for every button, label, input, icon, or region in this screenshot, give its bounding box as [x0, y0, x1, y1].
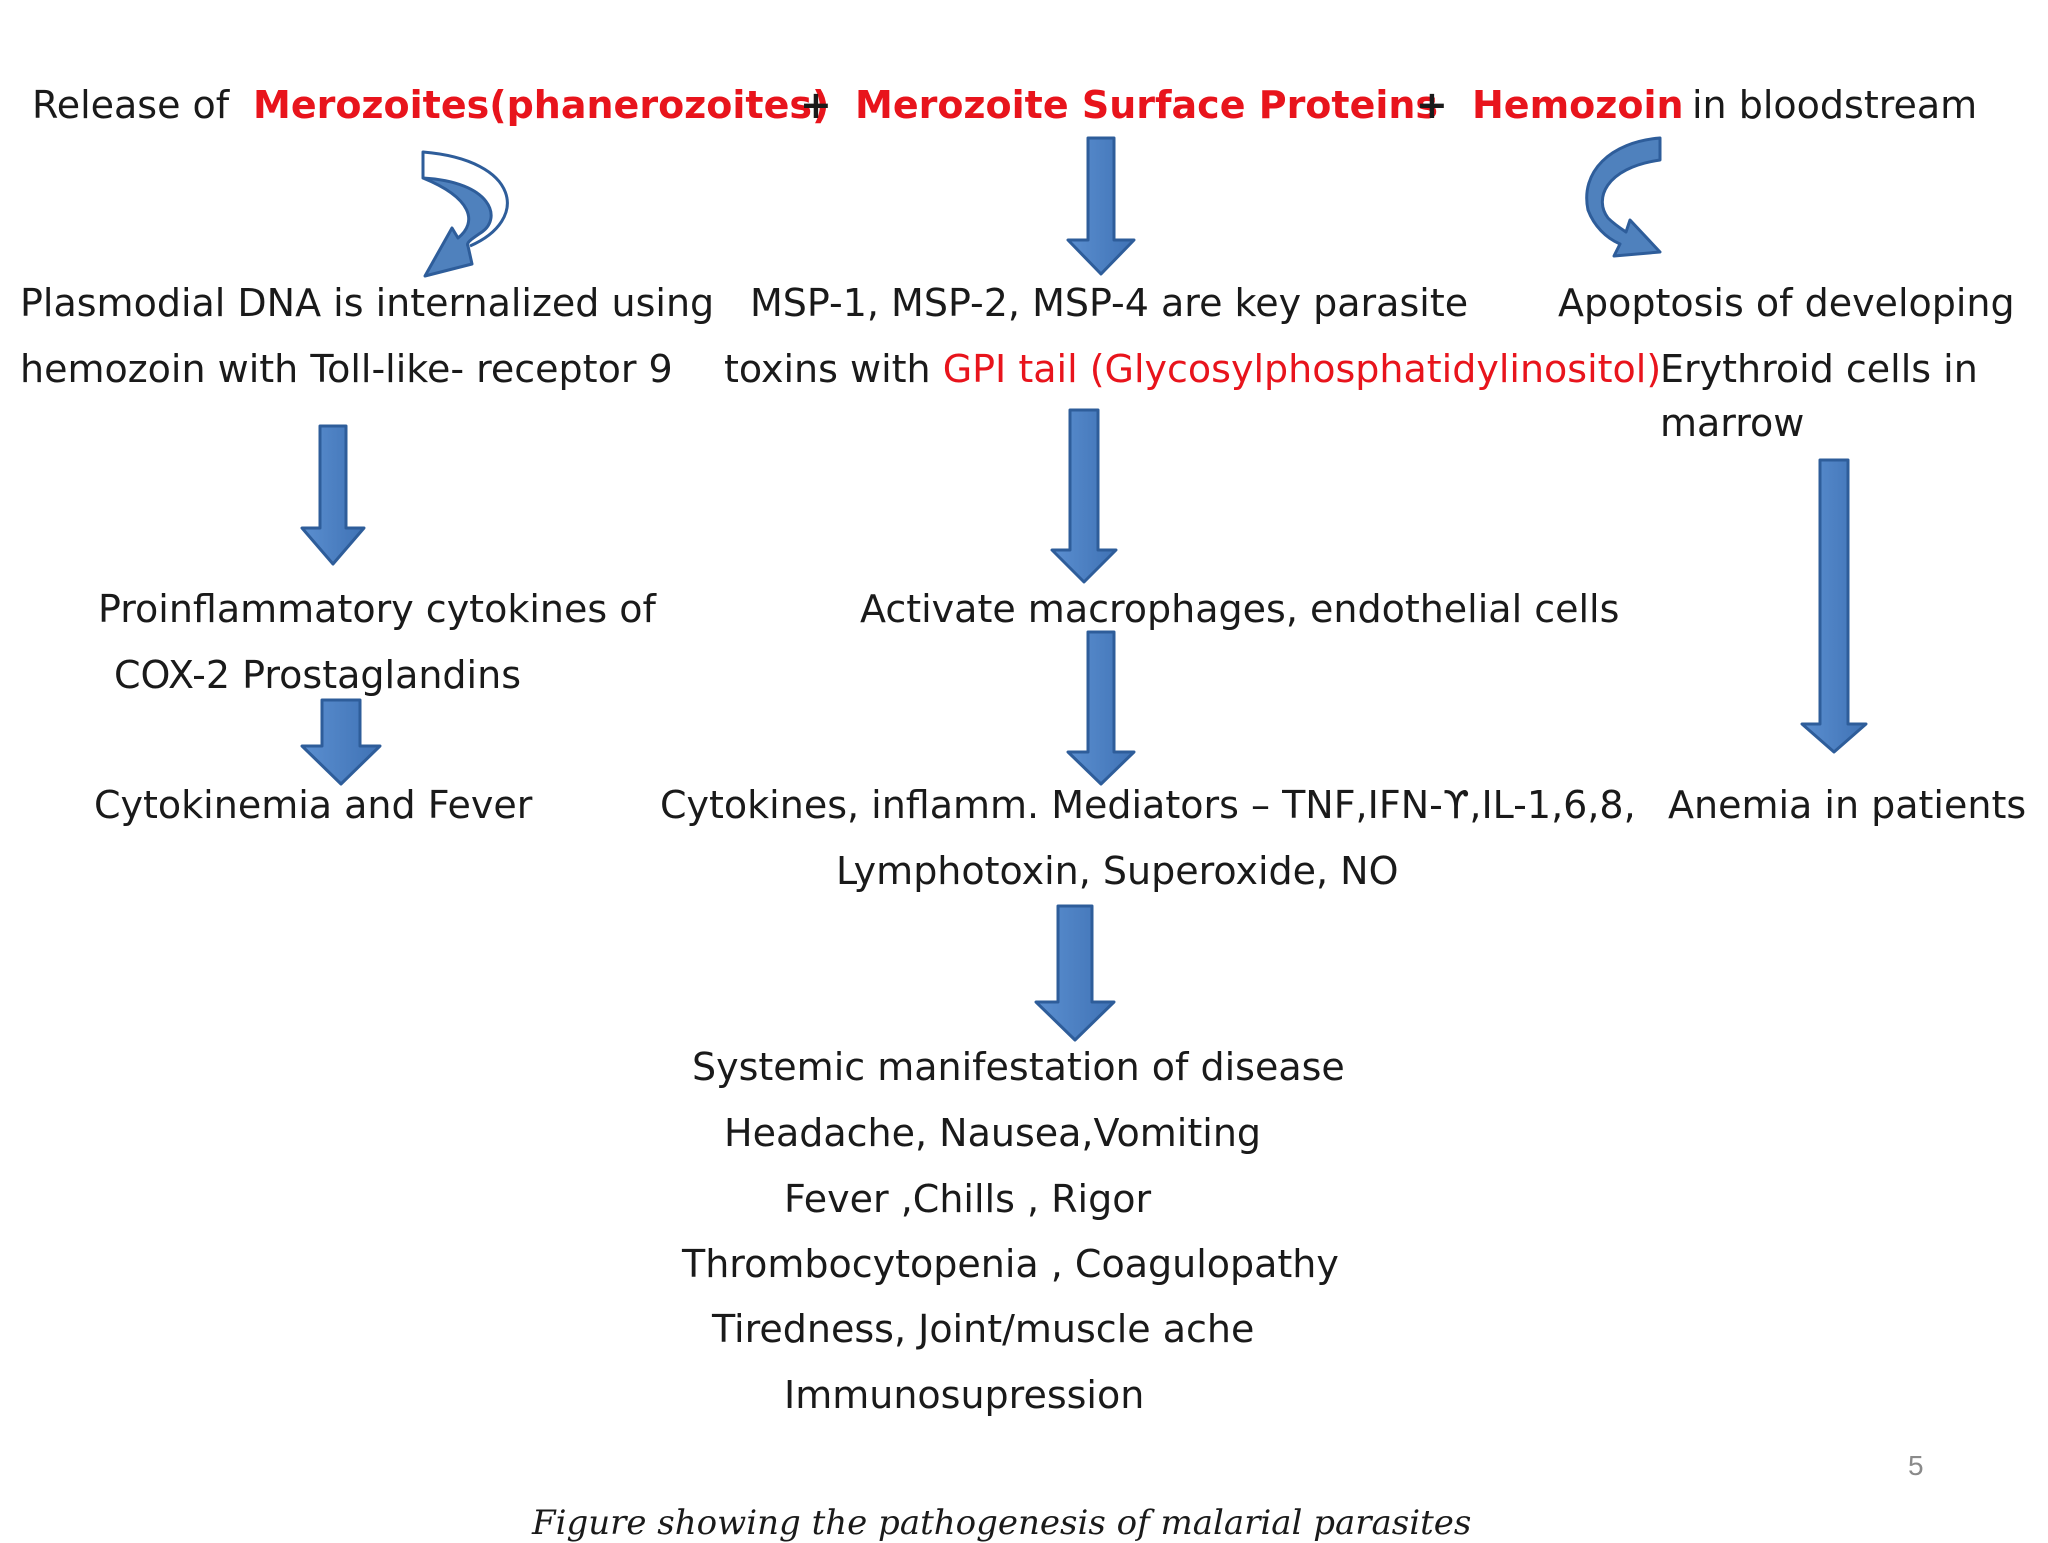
- header-plus-1: +: [800, 83, 832, 127]
- middle-step2: Activate macrophages, endothelial cells: [860, 587, 1620, 631]
- arrow-middle-1: [1050, 408, 1118, 584]
- middle-step1-line2: toxins with GPI tail (Glycosylphosphatid…: [724, 350, 1661, 388]
- arrow-right-1: [1800, 458, 1868, 754]
- right-step1-line3: marrow: [1660, 401, 1805, 445]
- middle-step3-line2: Lymphotoxin, Superoxide, NO: [836, 849, 1399, 893]
- right-step2: Anemia in patients: [1668, 783, 2027, 827]
- systemic-line-1: Headache, Nausea,Vomiting: [724, 1111, 1262, 1155]
- page-number: 5: [1908, 1450, 1924, 1481]
- left-step3: Cytokinemia and Fever: [94, 783, 533, 827]
- gpi-tail-text: GPI tail (Glycosylphosphatidylinositol): [942, 347, 1662, 391]
- left-step1-line1: Plasmodial DNA is internalized using: [20, 281, 715, 325]
- systemic-line-2: Fever ,Chills , Rigor: [784, 1177, 1152, 1221]
- arrow-left-1: [300, 424, 366, 566]
- middle-step3-line1: Cytokines, inflamm. Mediators – TNF,IFN-…: [660, 783, 1636, 827]
- middle-step1-line2-prefix: toxins with: [724, 347, 943, 391]
- figure-caption: Figure showing the pathogenesis of malar…: [532, 1503, 1472, 1543]
- header-hemozoin: Hemozoin: [1472, 83, 1684, 127]
- systemic-line-5: Immunosupression: [784, 1373, 1145, 1417]
- header-plus-2: +: [1416, 83, 1448, 127]
- middle-step1-line1: MSP-1, MSP-2, MSP-4 are key parasite: [750, 281, 1469, 325]
- systemic-title: Systemic manifestation of disease: [692, 1045, 1345, 1089]
- left-step2-line1: Proinflammatory cytokines of: [98, 587, 656, 631]
- right-step1-line1: Apoptosis of developing: [1558, 281, 2015, 325]
- arrow-left-2: [300, 698, 382, 786]
- arrow-middle-3: [1034, 904, 1116, 1042]
- curved-arrow-right: [1585, 136, 1662, 258]
- curved-arrow-left: [421, 150, 509, 278]
- header-merozoites: Merozoites(phanerozoites): [253, 83, 830, 127]
- right-step1-line2: Erythroid cells in: [1660, 347, 1978, 391]
- header-suffix: in bloodstream: [1692, 83, 1978, 127]
- arrow-middle-top: [1066, 136, 1136, 276]
- systemic-line-3: Thrombocytopenia , Coagulopathy: [682, 1242, 1339, 1286]
- arrow-middle-2: [1066, 630, 1136, 786]
- header-surface-proteins: Merozoite Surface Proteins: [855, 83, 1439, 127]
- left-step1-line2: hemozoin with Toll-like- receptor 9: [20, 347, 673, 391]
- left-step2-line2: COX-2 Prostaglandins: [114, 653, 521, 697]
- header-prefix: Release of: [32, 83, 230, 127]
- systemic-line-4: Tiredness, Joint/muscle ache: [712, 1307, 1255, 1351]
